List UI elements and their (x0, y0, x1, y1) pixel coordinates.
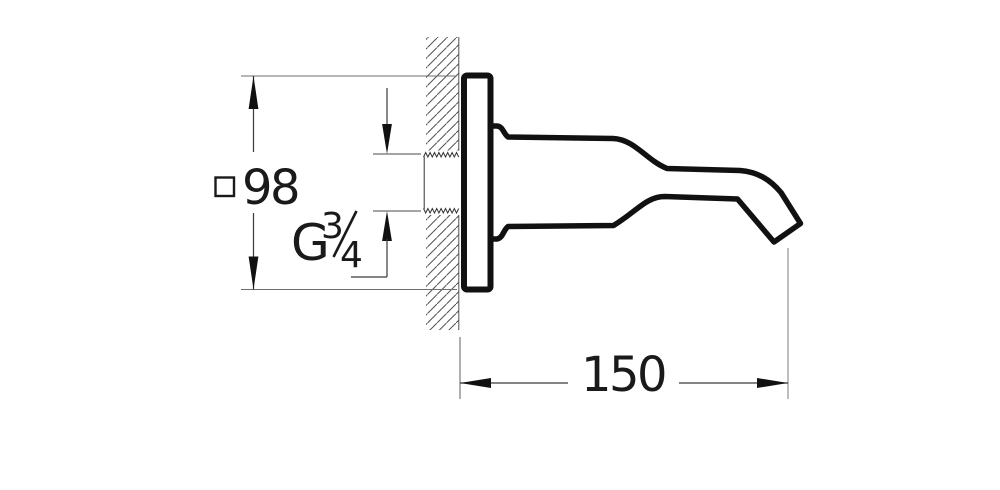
thread-label-denominator: 4 (340, 235, 363, 276)
dim-98-value: 98 (242, 160, 298, 216)
thread-bottom-zigzag (423, 207, 460, 215)
dimension-150: 150 (459, 248, 789, 403)
dim-150-arrow-left (460, 378, 491, 388)
thread-top-zigzag (423, 151, 460, 159)
dim-98-arrow-up (248, 76, 259, 109)
spout-body (484, 123, 804, 245)
dim-thread-arrow-down (382, 124, 392, 154)
dimension-square-98: 98 (214, 75, 457, 291)
dimension-thread-g34: G 3 4 (291, 88, 421, 278)
fraction-slash-line (332, 210, 358, 258)
dim-150-value: 150 (581, 347, 665, 403)
thread-pipe-body (423, 150, 460, 215)
dim-thread-arrow-up (382, 211, 392, 241)
dim-150-arrow-right (757, 378, 788, 388)
wall-flange (461, 72, 494, 293)
thread-label-g: G (291, 214, 330, 272)
thread-label-numerator: 3 (321, 206, 344, 247)
square-section-symbol (214, 176, 236, 198)
thread-pipe (423, 150, 460, 215)
dim-98-arrow-down (248, 256, 259, 290)
